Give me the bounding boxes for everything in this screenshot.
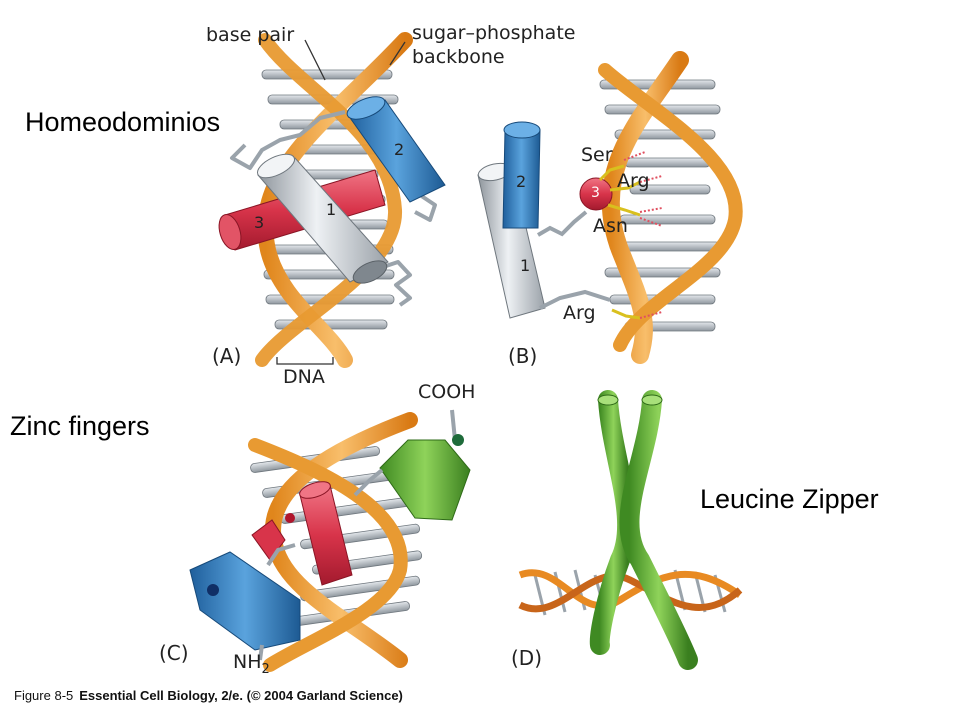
panel-a-helix-1 — [256, 153, 389, 284]
figure-caption: Figure 8-5 Essential Cell Biology, 2/e. (… — [14, 688, 403, 703]
residue-arg-label-bottom: Arg — [563, 302, 596, 324]
panel-d-letter: (D) — [511, 646, 543, 670]
zinc-fingers-title: Zinc fingers — [10, 411, 150, 441]
caption-text: Essential Cell Biology, 2/e. (© 2004 Gar… — [79, 688, 403, 703]
panel-d-coiled-coil — [589, 390, 698, 670]
dna-label: DNA — [283, 366, 325, 388]
backbone-label-line-1: sugar–phosphate — [412, 22, 576, 44]
cooh-label: COOH — [418, 381, 476, 403]
panel-b-helix-label-2: 2 — [516, 172, 527, 191]
residue-ser-label: Ser — [581, 144, 613, 166]
nh2-subscript: 2 — [261, 661, 270, 677]
caption-figure-number: Figure 8-5 — [14, 688, 74, 703]
panel-a-helix-label-3: 3 — [254, 213, 265, 232]
panel-b-side-chains — [598, 164, 641, 320]
panel-b-helix-2 — [502, 121, 541, 229]
base-pair-leader — [304, 39, 326, 81]
residue-asn-label: Asn — [593, 215, 628, 237]
panel-b-helix-1 — [477, 162, 546, 319]
panel-a-helix-2 — [346, 96, 446, 203]
panel-a-letter: (A) — [212, 344, 242, 368]
nh2-text: NH — [233, 651, 262, 673]
panel-b-letter: (B) — [508, 344, 538, 368]
panel-a-helix-label-2: 2 — [394, 140, 405, 159]
panel-b-helix-label-3: 3 — [591, 185, 600, 201]
panel-b-helix-3 — [579, 177, 613, 211]
base-pair-label: base pair — [206, 24, 295, 46]
nh2-label: NH2 — [233, 651, 270, 677]
residue-arg-label-top: Arg — [617, 170, 650, 192]
panel-c-letter: (C) — [159, 641, 189, 665]
backbone-leader — [389, 41, 406, 66]
panel-d-dna — [518, 569, 743, 616]
panel-a-backbone-strand-2 — [255, 33, 403, 367]
dna-bracket — [276, 357, 334, 365]
backbone-label-line-2: backbone — [412, 46, 505, 68]
panel-c-blue-finger — [189, 551, 301, 661]
panel-c-green-finger — [379, 409, 471, 521]
panel-a-helix-label-1: 1 — [326, 200, 337, 219]
panel-b-helix-label-1: 1 — [520, 256, 531, 275]
leucine-zipper-title: Leucine Zipper — [700, 484, 879, 514]
homeodomains-title: Homeodominios — [25, 107, 221, 137]
